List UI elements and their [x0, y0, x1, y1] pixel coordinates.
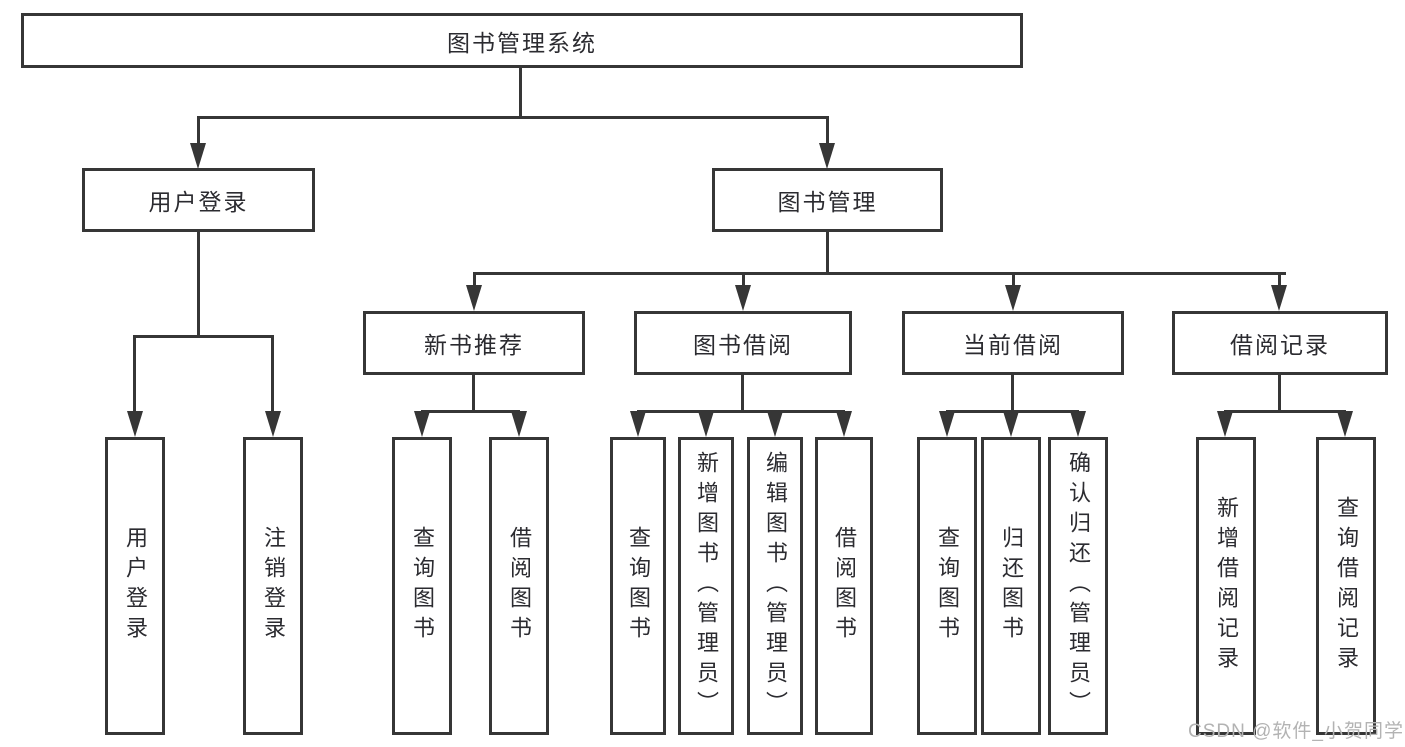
arrow-down-icon [466, 285, 482, 311]
arrow-down-icon [939, 411, 955, 437]
leaf-query-borrow-record: 查询借阅记录 [1316, 437, 1376, 735]
connector-line [472, 375, 475, 412]
arrow-down-icon [819, 143, 835, 169]
node-current-borrowing: 当前借阅 [902, 311, 1124, 375]
node-new-book-recommend: 新书推荐 [363, 311, 585, 375]
connector-line [1011, 375, 1014, 412]
connector-line [271, 335, 274, 413]
node-book-borrowing: 图书借阅 [634, 311, 852, 375]
connector-line [473, 272, 1286, 275]
leaf-query-books-current: 查询图书 [917, 437, 977, 735]
arrow-down-icon [511, 411, 527, 437]
arrow-down-icon [190, 143, 206, 169]
leaf-borrow-books: 借阅图书 [815, 437, 873, 735]
connector-line [1224, 410, 1346, 413]
node-borrowing-records: 借阅记录 [1172, 311, 1388, 375]
leaf-query-books-recommend: 查询图书 [392, 437, 452, 735]
leaf-add-books-admin: 新增图书（管理员） [678, 437, 734, 735]
connector-line [1278, 272, 1281, 288]
connector-line [133, 335, 136, 413]
arrow-down-icon [1005, 285, 1021, 311]
connector-line [197, 232, 200, 337]
leaf-edit-books-admin: 编辑图书（管理员） [747, 437, 803, 735]
arrow-down-icon [698, 411, 714, 437]
leaf-borrow-books-recommend: 借阅图书 [489, 437, 549, 735]
arrow-down-icon [1271, 285, 1287, 311]
connector-line [473, 272, 476, 288]
connector-line [742, 272, 745, 288]
arrow-down-icon [836, 411, 852, 437]
arrow-down-icon [735, 285, 751, 311]
arrow-down-icon [630, 411, 646, 437]
csdn-watermark: CSDN @软件_小贺同学 [1188, 721, 1404, 742]
leaf-add-borrow-record: 新增借阅记录 [1196, 437, 1256, 735]
connector-line [197, 116, 829, 119]
arrow-down-icon [414, 411, 430, 437]
arrow-down-icon [1003, 411, 1019, 437]
node-library-system: 图书管理系统 [21, 13, 1023, 68]
leaf-query-books-borrow: 查询图书 [610, 437, 666, 735]
leaf-confirm-return-admin: 确认归还（管理员） [1048, 437, 1108, 735]
arrow-down-icon [1217, 411, 1233, 437]
connector-line [826, 116, 829, 148]
connector-line [1012, 272, 1015, 288]
connector-line [133, 335, 274, 338]
leaf-return-books: 归还图书 [981, 437, 1041, 735]
leaf-logout: 注销登录 [243, 437, 303, 735]
arrow-down-icon [265, 411, 281, 437]
leaf-user-login: 用户登录 [105, 437, 165, 735]
arrow-down-icon [127, 411, 143, 437]
connector-line [637, 410, 845, 413]
arrow-down-icon [1070, 411, 1086, 437]
arrow-down-icon [1337, 411, 1353, 437]
connector-line [826, 232, 829, 274]
arrow-down-icon [767, 411, 783, 437]
connector-line [519, 68, 522, 117]
connector-line [1278, 375, 1281, 412]
node-book-management: 图书管理 [712, 168, 943, 232]
connector-line [197, 116, 200, 148]
connector-line [741, 375, 744, 412]
connector-line [421, 410, 520, 413]
node-user-login: 用户登录 [82, 168, 315, 232]
